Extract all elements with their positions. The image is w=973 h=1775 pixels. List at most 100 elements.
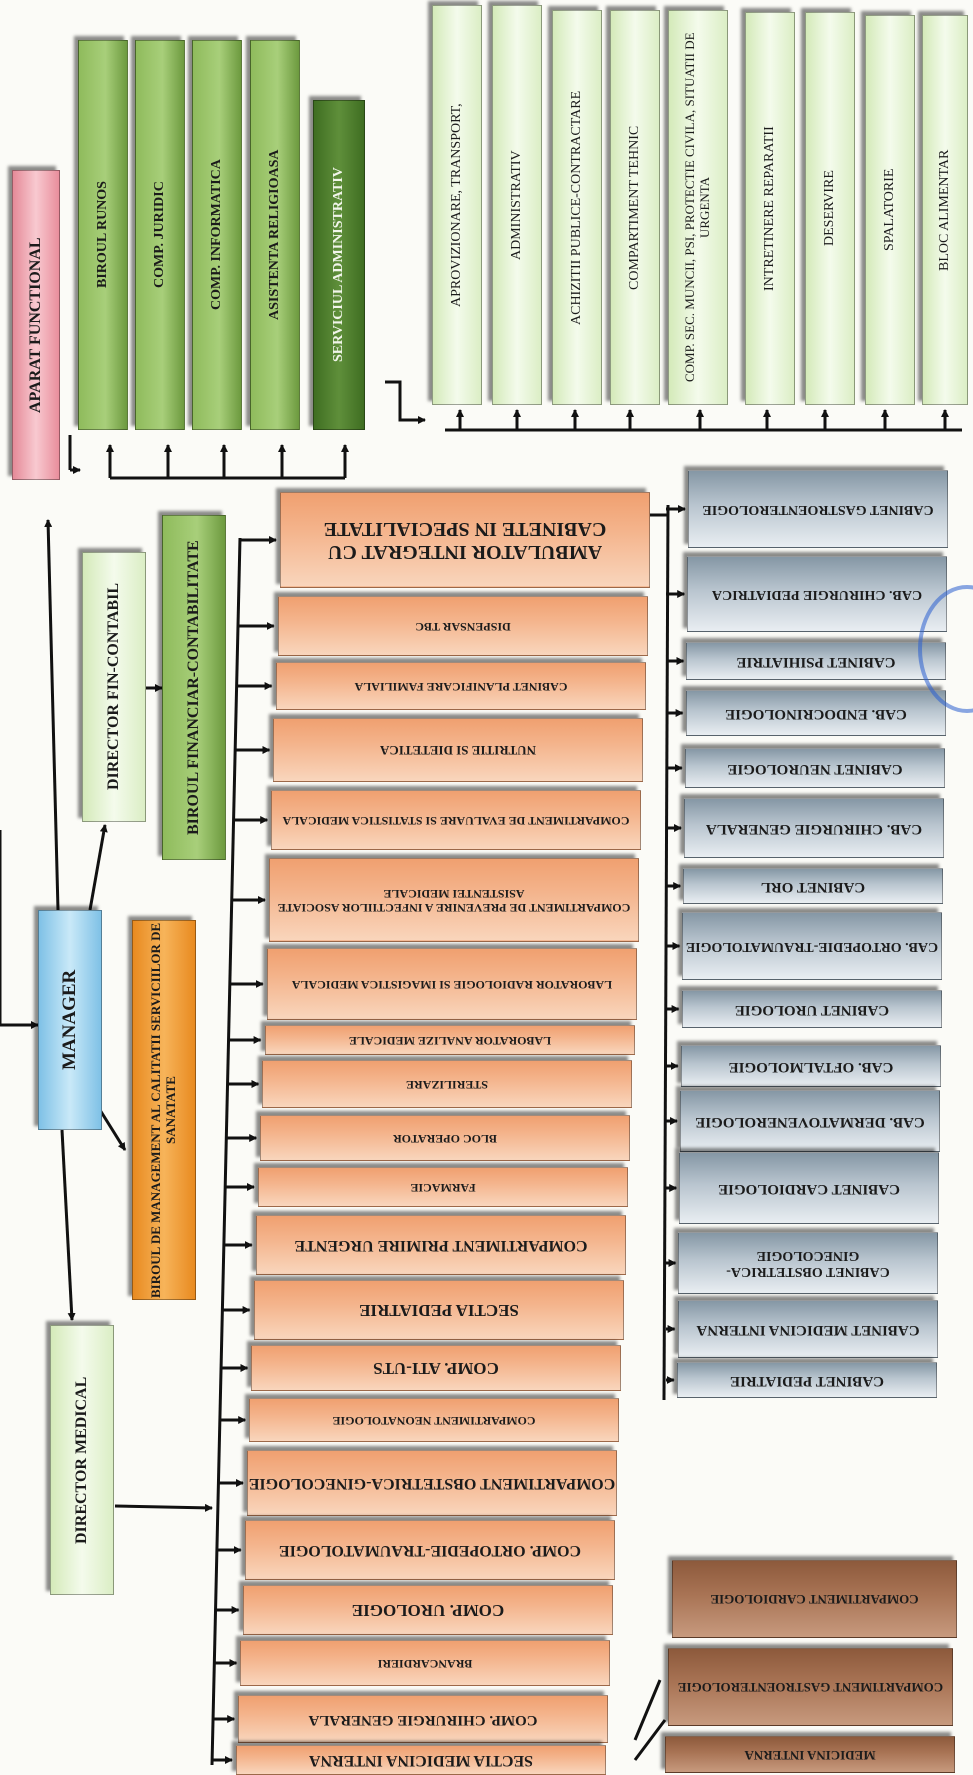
medical-unit: CABINET PLANIFICARE FAMILIALA [275, 662, 646, 710]
cabinet: CABINET GASTROENTEROLOGIE [688, 470, 948, 548]
medical-unit-label: COMP. CHIRURGIE GENERALA [308, 1711, 538, 1728]
unit-comp-juridic: COMP. JURIDIC [135, 40, 185, 430]
medical-unit-label: DISPENSAR TBC [415, 619, 511, 634]
cabinet-label: CABINET MEDICINA INTERNA [696, 1321, 920, 1338]
unit-label: BIROUL RUNOS [94, 181, 110, 289]
director-fin-contabil: DIRECTOR FIN-CONTABIL [82, 552, 146, 822]
medical-unit-label: STERILIZARE [406, 1077, 489, 1092]
medical-unit: COMP. UROLOGIE [242, 1585, 613, 1635]
medical-unit: NUTRITIE SI DIETETICA [273, 718, 644, 782]
cabinet-label: CABINET PSIHIATRIE [736, 653, 896, 670]
admin-label: COMPARTIMENT TEHNIC [626, 125, 642, 290]
medical-unit-label: COMP. UROLOGIE [351, 1600, 504, 1620]
medical-unit-label: COMP. ORTOPEDIE-TRAUMATOLOGIE [278, 1542, 581, 1560]
director-fin-label: DIRECTOR FIN-CONTABIL [104, 583, 122, 791]
subunit-compartiment-gastroenterologie: COMPARTIMENT GASTROENTEROLOGIE [668, 1648, 953, 1726]
birou-financiar-contabilitate: BIROUL FINANCIAR-CONTABILITATE [162, 515, 226, 860]
admin-label: DESERVIRE [821, 170, 837, 247]
cabinet: CABINET UROLOGIE [681, 990, 942, 1028]
cabinet-label: CAB. DERMATOVENEROLOGIE [695, 1113, 925, 1130]
director-medical-label: DIRECTOR MEDICAL [72, 1376, 90, 1544]
admin-intretinere: INTRETINERE REPARATII [745, 12, 795, 405]
medical-unit: COMPARTIMENT DE EVALUARE SI STATISTICA M… [271, 790, 642, 850]
unit-serviciul-administrativ: SERVICIUL ADMINISTRATIV [313, 100, 365, 430]
cabinet-label: CABINET CARDIOLOGIE [718, 1180, 901, 1197]
cabinet: CABINET NEUROLOGIE [684, 748, 945, 788]
medical-unit: COMP. CHIRURGIE GENERALA [238, 1695, 609, 1743]
medical-unit-label: AMBULATOR INTEGRAT CU CABINETE IN SPECIA… [323, 518, 607, 563]
cabinet: CABINET PSIHIATRIE [686, 642, 947, 680]
cabinet-label: CAB. ORTOPEDIE-TRAUMATOLOGIE [686, 939, 939, 955]
medical-unit-label: NUTRITIE SI DIETETICA [380, 743, 537, 759]
medical-unit-label: SECTIA PEDIATRIE [358, 1300, 519, 1320]
admin-achizitii: ACHIZITII PUBLICE-CONTRACTARE [552, 10, 602, 405]
medical-unit-label: LABORATOR ANALIZE MEDICALE [348, 1033, 551, 1048]
admin-label: SPALATORIE [881, 168, 897, 252]
unit-birou-runos: BIROUL RUNOS [78, 40, 128, 430]
admin-administrativ: ADMINISTRATIV [492, 5, 542, 405]
cabinet-label: CABINET NEUROLOGIE [727, 760, 903, 777]
cabinet: CAB. OFTALMOLOGIE [680, 1045, 941, 1087]
manager-box: MANAGER [38, 910, 102, 1130]
cabinet: CABINET PEDIATRIE [676, 1362, 937, 1398]
admin-label: APROVIZIONARE, TRANSPORT, [448, 103, 464, 307]
cabinet-label: CAB. OFTALMOLOGIE [728, 1058, 894, 1075]
admin-aprovizionare: APROVIZIONARE, TRANSPORT, [432, 5, 482, 405]
cabinet: CABINET CARDIOLOGIE [679, 1152, 940, 1224]
cabinet-label: CAB. ENDOCRINOLOGIE [724, 705, 907, 722]
medical-unit: LABORATOR RADIOLOGIE SI IMAGISTICA MEDIC… [266, 948, 637, 1020]
medical-unit: COMPARTIMENT DE PREVENIRE A INFECTIILOR … [269, 858, 639, 942]
subunit-label: COMPARTIMENT GASTROENTEROLOGIE [677, 1680, 944, 1696]
medical-unit: COMP. ATI-UTS [251, 1345, 622, 1391]
medical-unit-label: LABORATOR RADIOLOGIE SI IMAGISTICA MEDIC… [291, 977, 612, 992]
subunit-compartiment-cardiologie: COMPARTIMENT CARDIOLOGIE [672, 1560, 957, 1638]
medical-unit: COMPARTIMENT PRIMIRE URGENTE [255, 1215, 626, 1275]
admin-label: ACHIZITII PUBLICE-CONTRACTARE [568, 90, 584, 325]
unit-label: COMP. INFORMATICA [208, 159, 224, 311]
subunit-label: MEDICINA INTERNA [744, 1747, 876, 1763]
cabinet-label: CABINET GASTROENTEROLOGIE [702, 502, 934, 518]
medical-unit: SECTIA PEDIATRIE [253, 1280, 624, 1340]
manager-label: MANAGER [59, 969, 81, 1071]
medical-unit-label: BLOC OPERATOR [393, 1131, 498, 1146]
cabinet: CABINET ORL [683, 868, 944, 904]
admin-label: ADMINISTRATIV [508, 150, 524, 260]
director-medical: DIRECTOR MEDICAL [50, 1325, 114, 1595]
admin-deservire: DESERVIRE [805, 12, 855, 405]
birou-management-calitate: BIROUL DE MANAGEMENT AL CALITATII SERVIC… [132, 920, 196, 1300]
cabinet: CAB. CHIRURGIE PEDIATRICA [687, 556, 948, 632]
cabinet: CAB. ORTOPEDIE-TRAUMATOLOGIE [682, 912, 943, 980]
medical-unit: STERILIZARE [262, 1060, 633, 1108]
medical-unit: COMP. ORTOPEDIE-TRAUMATOLOGIE [244, 1520, 615, 1580]
medical-unit-label: FARMACIE [410, 1180, 476, 1195]
medical-unit: AMBULATOR INTEGRAT CU CABINETE IN SPECIA… [280, 492, 650, 588]
unit-comp-informatica: COMP. INFORMATICA [192, 40, 242, 430]
cabinet: CABINET OBSTETRICA-GINECOLOGIE [678, 1232, 939, 1294]
medical-unit-label: COMPARTIMENT DE PREVENIRE A INFECTIILOR … [277, 887, 631, 915]
cabinet-label: CABINET UROLOGIE [734, 1001, 889, 1018]
cabinet-label: CABINET ORL [761, 878, 866, 895]
admin-spalatorie: SPALATORIE [865, 15, 915, 405]
subunit-label: COMPARTIMENT CARDIOLOGIE [710, 1592, 919, 1608]
admin-compartiment-tehnic: COMPARTIMENT TEHNIC [610, 10, 660, 405]
medical-unit: BRANCARDIERI [240, 1640, 611, 1686]
birou-financiar-label: BIROUL FINANCIAR-CONTABILITATE [184, 540, 202, 835]
admin-bloc-alimentar: BLOC ALIMENTAR [922, 15, 968, 405]
unit-label: COMP. JURIDIC [151, 181, 167, 289]
medical-unit-label: COMPARTIMENT OBSTETRICA-GINECOLOGIE [248, 1475, 616, 1493]
cabinet: CAB. CHIRURGIE GENERALA [684, 798, 944, 858]
unit-label: SERVICIUL ADMINISTRATIV [330, 167, 346, 363]
medical-unit: COMPARTIMENT NEONATOLOGIE [249, 1398, 620, 1442]
aparat-functional-box: APARAT FUNCTIONAL [12, 170, 60, 480]
admin-sec-muncii: COMP. SEC. MUNCII, PSI, PROTECTIE CIVILA… [668, 10, 728, 405]
admin-label: INTRETINERE REPARATII [761, 126, 777, 291]
medical-unit-label: SECTIA MEDICINA INTERNA [308, 1752, 534, 1770]
birou-calitate-label: BIROUL DE MANAGEMENT AL CALITATII SERVIC… [148, 922, 178, 1298]
medical-unit: BLOC OPERATOR [260, 1115, 631, 1161]
medical-unit-label: COMPARTIMENT PRIMIRE URGENTE [294, 1237, 588, 1255]
medical-unit: SECTIA MEDICINA INTERNA [236, 1745, 606, 1775]
aparat-functional-label: APARAT FUNCTIONAL [26, 237, 44, 413]
subunit-medicina-interna: MEDICINA INTERNA [665, 1736, 955, 1773]
medical-unit: LABORATOR ANALIZE MEDICALE [264, 1025, 635, 1055]
